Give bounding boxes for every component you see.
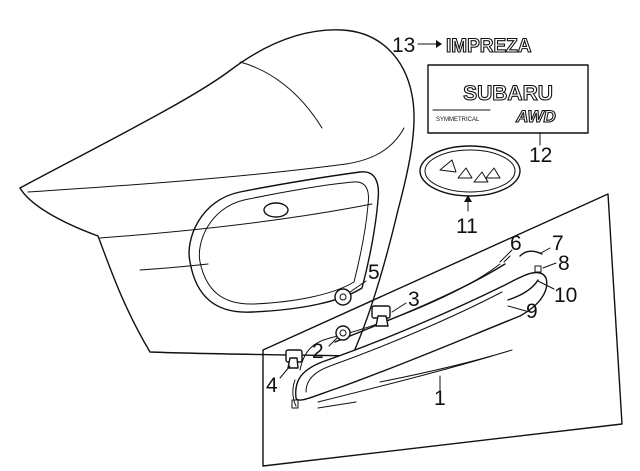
- trunk-lid: [19, 29, 415, 357]
- callout-2: 2: [312, 340, 324, 363]
- callout-7: 7: [552, 232, 564, 255]
- fastener-5: [334, 288, 352, 306]
- upper-molding-strip: [334, 263, 506, 343]
- badge-awd-text: AWD: [515, 107, 556, 126]
- callout-6: 6: [510, 232, 522, 255]
- side-trim-clip: [519, 250, 543, 257]
- finish-panel: [262, 193, 623, 467]
- badge-awd-small-text: SYMMETRICAL: [436, 117, 480, 123]
- callout-5: 5: [368, 261, 380, 284]
- callout-10: 10: [554, 284, 577, 307]
- trunk-garnish: [291, 255, 548, 409]
- callout-labels: 13 12 11 6 7 8 10 9 5 3 2 4 1: [266, 34, 577, 410]
- side-seal-strip: [507, 279, 539, 301]
- subaru-emblem: [419, 145, 521, 197]
- callout-4: 4: [266, 374, 278, 397]
- callout-1: 1: [434, 387, 446, 410]
- badge-subaru-text: SUBARU: [463, 82, 553, 105]
- small-clip: [534, 265, 542, 273]
- lock-cylinder: [263, 202, 289, 218]
- badge-frame: SUBARU SYMMETRICAL AWD: [427, 64, 589, 134]
- callout-11: 11: [456, 215, 478, 238]
- leader-lines: [279, 40, 557, 391]
- callout-12: 12: [529, 144, 552, 167]
- fastener-4: [285, 349, 303, 369]
- callout-9: 9: [526, 300, 538, 323]
- fastener-3: [371, 305, 391, 327]
- callout-13: 13: [392, 34, 415, 57]
- callout-8: 8: [558, 252, 570, 275]
- fastener-2: [335, 325, 351, 341]
- callout-3: 3: [408, 288, 420, 311]
- impreza-badge-text: IMPREZA: [446, 36, 532, 57]
